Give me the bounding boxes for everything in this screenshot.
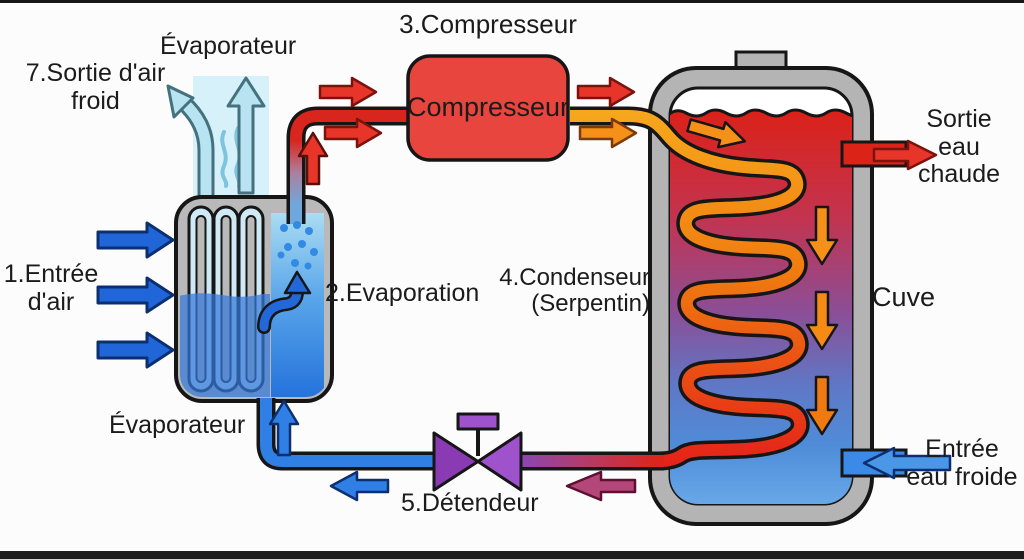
top-edge-bar: [0, 0, 1024, 3]
label-cold-water-in: Entrée eau froide: [906, 435, 1018, 491]
label-expansion-valve: 5.Détendeur: [401, 489, 539, 517]
valve-handle: [456, 412, 500, 431]
hot-water-out-arrow: [872, 139, 938, 171]
cold-water-inlet: [840, 446, 952, 480]
convection-down-arrows: [805, 205, 839, 436]
compressor-box: [406, 54, 570, 162]
label-evaporator-top: Évaporateur: [160, 32, 297, 60]
label-tank: Cuve: [872, 282, 936, 312]
water-surface-line: [670, 108, 852, 119]
cold-refrigerant-up-arrow: [268, 399, 300, 457]
cold-air-curved-arrow: [182, 101, 212, 200]
label-compressor-box: Compresseur: [406, 92, 570, 123]
vapor-rise-arrow: [259, 287, 302, 332]
refrigerant-liquid-level: [180, 293, 270, 397]
valve-left-triangle: [432, 431, 480, 492]
compressor-flow-arrows: [318, 76, 638, 149]
label-condenser: 4.Condenseur (Serpentin): [499, 264, 650, 318]
label-cold-air-out: 7.Sortie d'air froid: [25, 59, 166, 115]
vapor-rise-arrow-head: [283, 270, 312, 295]
air-intake-arrows: [96, 221, 175, 369]
cold-water-in-arrow: [862, 446, 952, 480]
hot-water-outlet: [840, 139, 938, 171]
label-hot-water-out: Sortie eau chaude: [917, 105, 1001, 188]
evaporator-box: [174, 195, 334, 403]
expansion-valve: [432, 412, 523, 492]
label-evaporation: 2.Evaporation: [325, 279, 480, 307]
pipe-evaporator-to-compressor: [286, 106, 410, 224]
cold-air-curved-arrow-head: [166, 84, 195, 119]
condenser-coil: [570, 106, 810, 471]
label-air-in: 1.Entrée d'air: [3, 260, 99, 316]
hot-gas-up-arrow: [297, 131, 329, 186]
valve-right-triangle: [476, 431, 523, 492]
heat-transfer-arrow-top: [686, 118, 747, 149]
label-compressor-title: 3.Compresseur: [399, 9, 577, 39]
label-evaporator-bottom: Évaporateur: [109, 411, 246, 439]
cold-air-up-arrow: [226, 76, 266, 195]
cold-refrigerant-left-arrow: [329, 470, 390, 502]
bottom-edge-bar: [0, 551, 1024, 559]
warm-refrigerant-left-arrow: [565, 470, 637, 502]
vapor-bubbles: [277, 221, 318, 270]
evaporator-border: [174, 195, 334, 403]
pipe-valve-to-evaporator: [256, 398, 436, 471]
cold-air-wave-icon: [220, 130, 229, 188]
cold-air-out-zone: [166, 76, 269, 203]
